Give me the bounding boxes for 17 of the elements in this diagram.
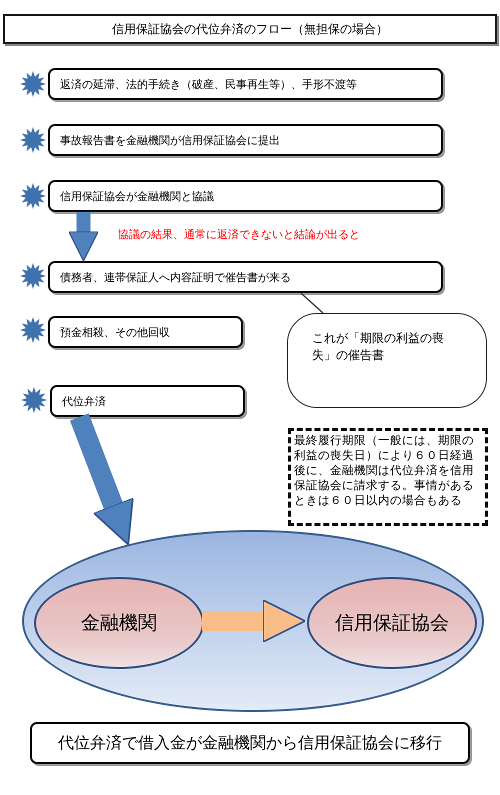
process-box: 債務者、連帯保証人へ内容証明で催告書が来る <box>48 261 443 293</box>
block-arrow <box>68 212 99 262</box>
title: 信用保証協会の代位弁済のフロー（無担保の場合） <box>3 14 497 44</box>
leader-line <box>300 292 324 314</box>
process-box: 事故報告書を金融機関が信用保証協会に提出 <box>48 124 443 156</box>
ellipse-node: 信用保証協会 <box>307 577 477 669</box>
note-box: 最終履行期限（一般には、期限の利益の喪失日）により６０日経過後に、金融機関は代位弁済を信用保証協会に請求する。事情があるときは６０日以内の場合もある <box>288 428 488 526</box>
ellipse-node: 金融機関 <box>34 577 204 669</box>
speech-bubble: これが「期限の利益の喪失」の催告書 <box>287 313 487 408</box>
block-arrow <box>202 599 306 643</box>
process-box: 信用保証協会が金融機関と協議 <box>48 180 443 212</box>
process-box: 代位弁済 <box>50 385 245 417</box>
edge-label: 協議の結果、通常に返済できないと結論が出ると <box>118 227 360 242</box>
process-box: 返済の延滞、法的手続き（破産、民事再生等）、手形不渡等 <box>48 68 443 100</box>
process-box: 預金相殺、その他回収 <box>48 316 243 348</box>
summary-box: 代位弁済で借入金が金融機関から信用保証協会に移行 <box>30 722 470 764</box>
block-arrow <box>70 413 134 546</box>
